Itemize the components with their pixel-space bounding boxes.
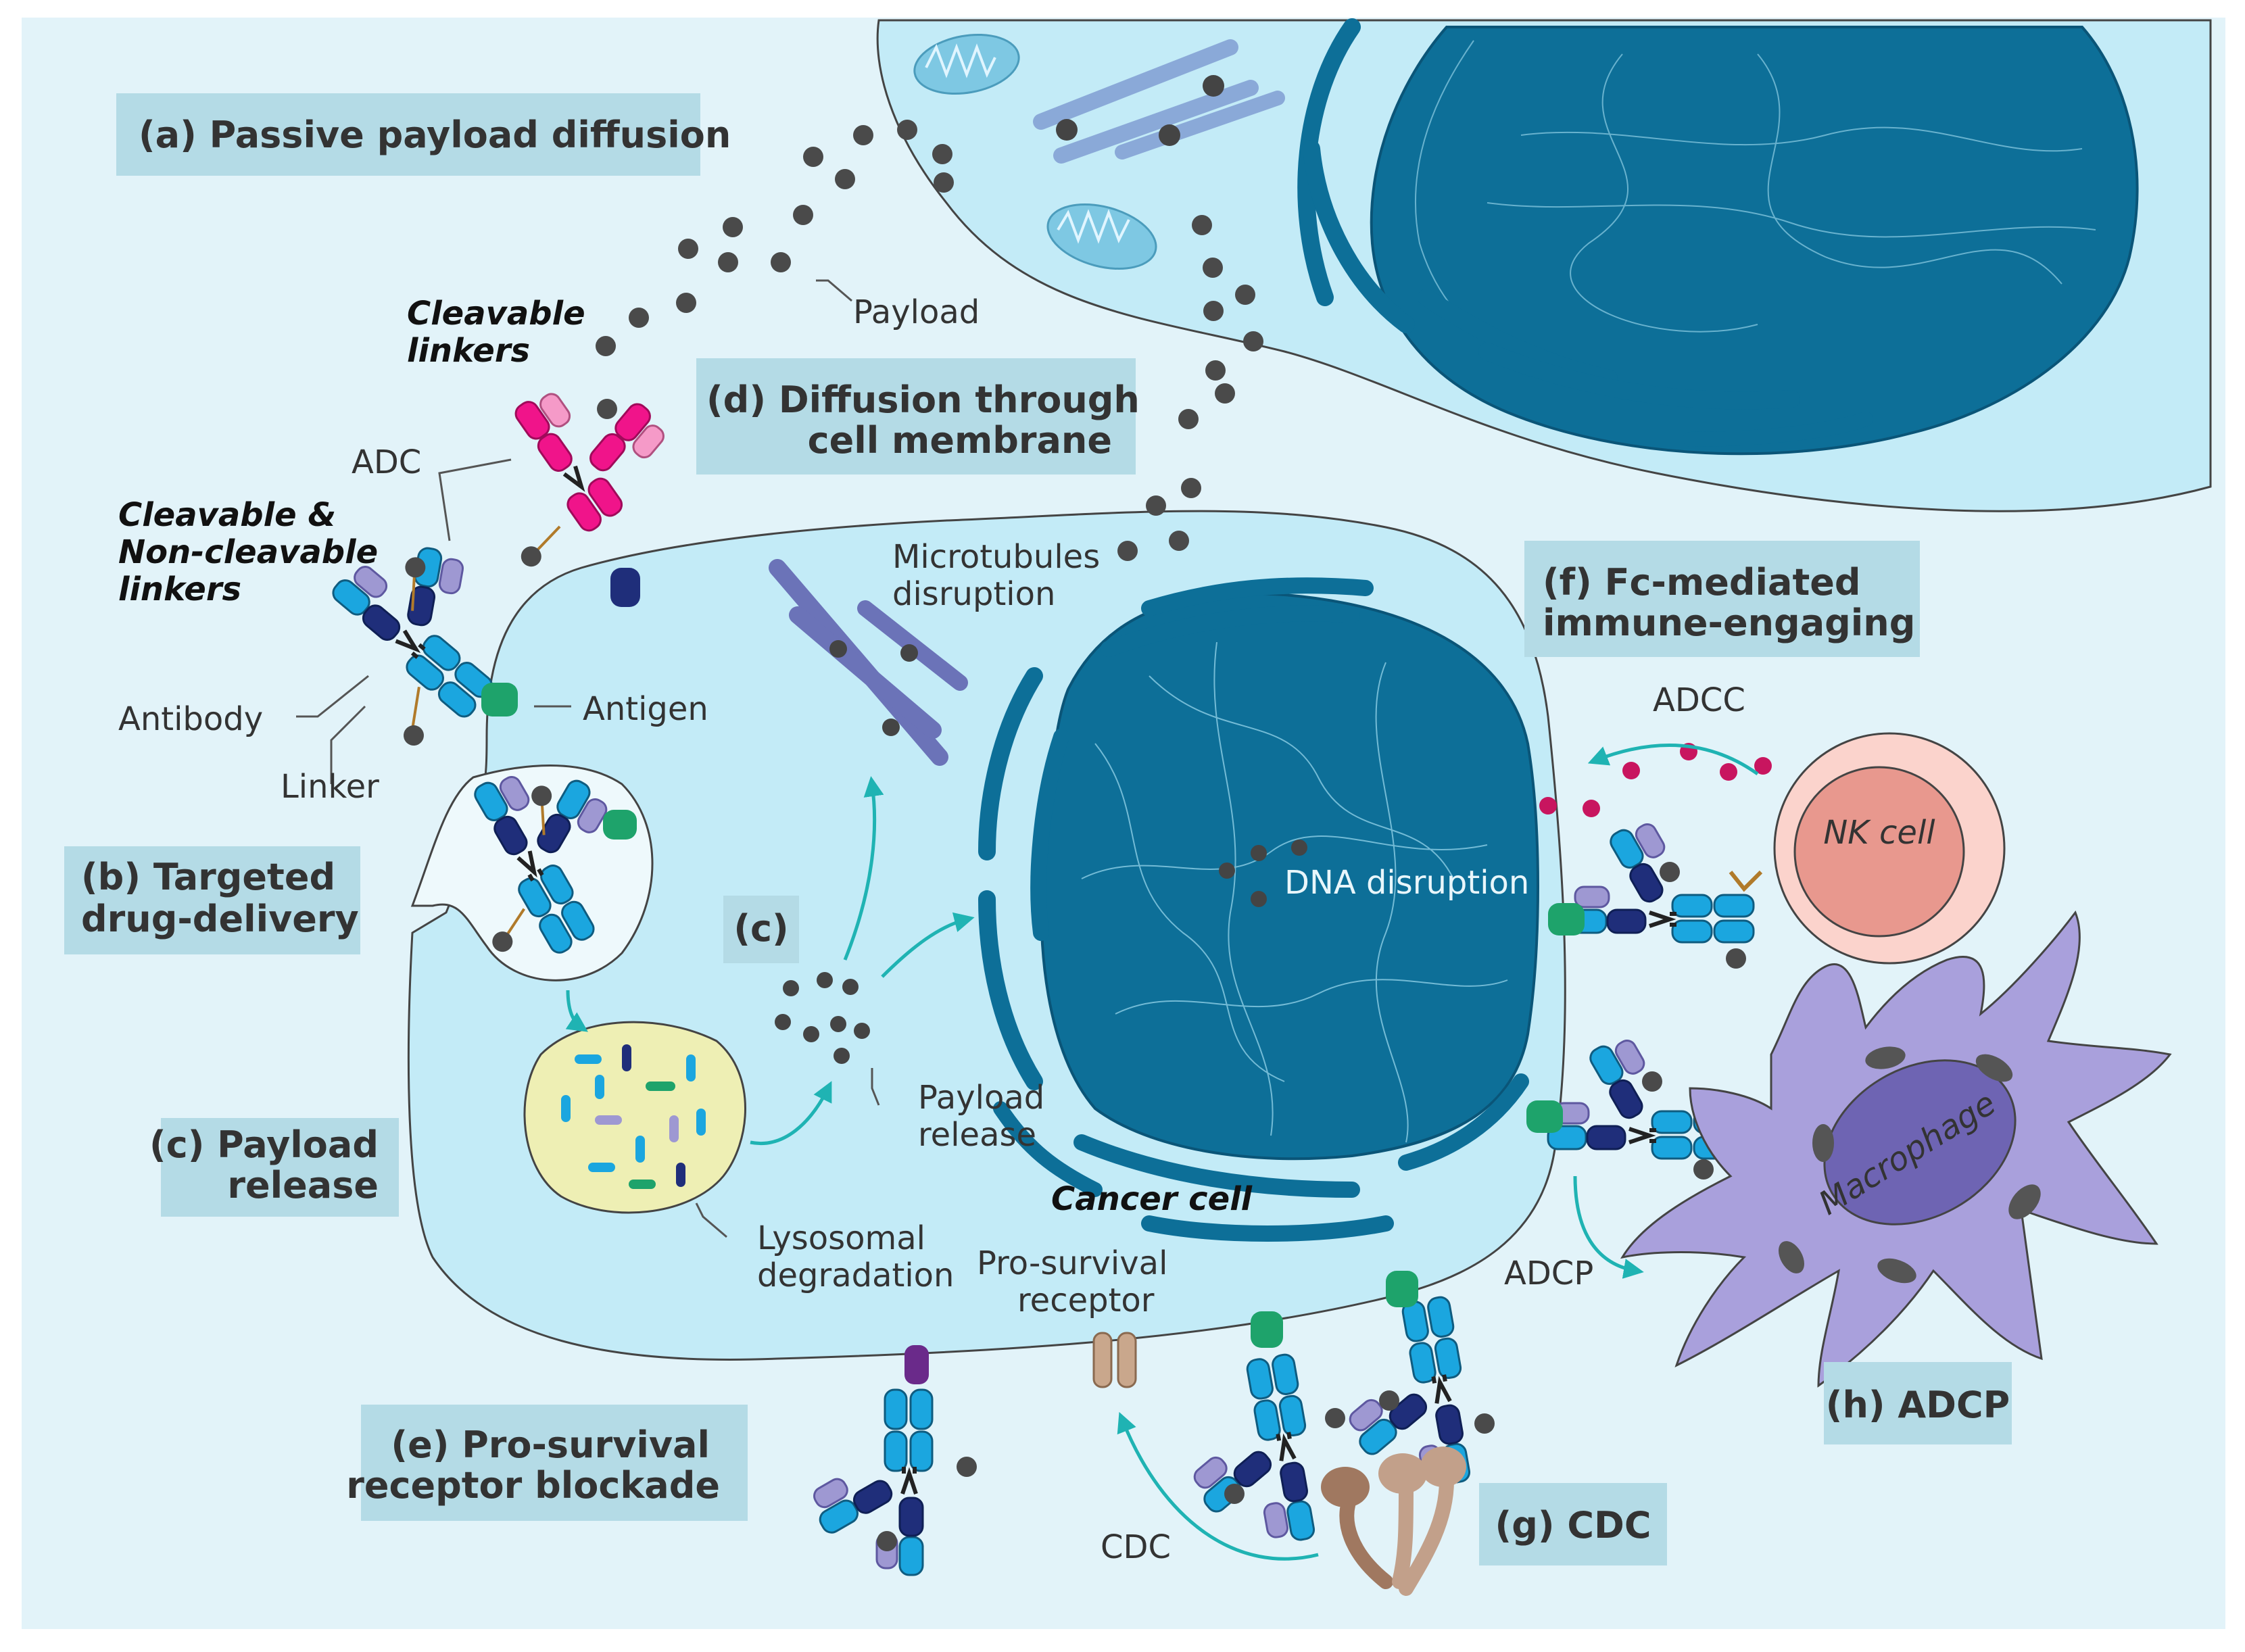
antigen-adcp [1526, 1100, 1563, 1133]
svg-text:immune-engaging: immune-engaging [1543, 602, 1915, 644]
neighbouring-cell [876, 18, 2212, 512]
complement-c1q [1321, 1447, 1466, 1596]
label-both-2: Non-cleavable [118, 533, 378, 571]
label-cdc: CDC [1101, 1528, 1171, 1566]
label-both-3: linkers [118, 570, 241, 608]
title-h: (h) ADCP [1824, 1362, 2012, 1444]
label-payload: Payload [853, 293, 980, 331]
process-arrows [565, 743, 1759, 1561]
svg-text:(g) CDC: (g) CDC [1495, 1504, 1651, 1547]
label-adcp: ADCP [1504, 1255, 1593, 1292]
title-f: (f) Fc-mediated immune-engaging [1524, 541, 1920, 657]
adc-cleavable [514, 393, 665, 567]
leader-lines [296, 279, 880, 1238]
svg-text:receptor blockade: receptor blockade [346, 1464, 720, 1507]
label-lysosomal-1: Lysosomal [757, 1219, 925, 1257]
label-microtubules-2: disruption [892, 575, 1055, 613]
svg-text:(a) Passive payload diffusion: (a) Passive payload diffusion [139, 114, 731, 156]
complement-receptor [1092, 1332, 1113, 1388]
label-pro-survival-1: Pro-survival [977, 1244, 1167, 1282]
lysosome [523, 1021, 746, 1214]
label-antigen: Antigen [583, 690, 708, 728]
nk-cell [1773, 732, 2006, 965]
label-payload-release-1: Payload [918, 1079, 1044, 1117]
svg-text:drug-delivery: drug-delivery [81, 898, 359, 940]
pro-survival-receptor [904, 1345, 929, 1384]
title-d: (d) Diffusion through cell membrane [696, 358, 1140, 475]
payload-dots [596, 120, 1263, 561]
label-cleavable: Cleavable [407, 295, 585, 333]
label-nk-cell: NK cell [1823, 814, 1935, 852]
macrophage-cell [1620, 910, 2172, 1388]
label-microtubules-1: Microtubules [892, 538, 1100, 576]
svg-text:(e) Pro-survival: (e) Pro-survival [391, 1424, 710, 1466]
adc-endosome [420, 732, 666, 981]
label-antibody: Antibody [118, 700, 263, 738]
svg-text:(d) Diffusion through: (d) Diffusion through [706, 379, 1140, 421]
label-dna: DNA disruption [1284, 864, 1529, 902]
svg-text:release: release [227, 1164, 379, 1207]
antigen-top [610, 568, 640, 607]
title-c-small: (c) [723, 896, 799, 963]
title-e: (e) Pro-survival receptor blockade [346, 1405, 748, 1521]
svg-text:(h) ADCP: (h) ADCP [1826, 1384, 2010, 1426]
svg-text:(c): (c) [733, 907, 788, 950]
title-a: (a) Passive payload diffusion [116, 93, 731, 176]
label-lysosomal-2: degradation [757, 1257, 954, 1294]
svg-text:cell membrane: cell membrane [808, 419, 1112, 462]
title-c: (c) Payload release [149, 1118, 399, 1217]
label-payload-release-2: release [918, 1116, 1036, 1154]
label-both-1: Cleavable & [118, 496, 336, 534]
title-b: (b) Targeted drug-delivery [64, 846, 360, 954]
label-cancer-cell: Cancer cell [1051, 1180, 1253, 1218]
title-g: (g) CDC [1479, 1483, 1667, 1565]
svg-text:(c) Payload: (c) Payload [149, 1123, 379, 1166]
adc-both-linkers [288, 504, 547, 746]
svg-text:(b) Targeted: (b) Targeted [81, 856, 335, 898]
antigen-endosome [603, 810, 637, 840]
label-linkers: linkers [407, 332, 530, 370]
antigen-green [481, 683, 518, 716]
label-adc: ADC [352, 443, 421, 481]
label-pro-survival-2: receptor [1017, 1282, 1155, 1319]
antigen-adcc [1548, 903, 1585, 936]
label-adcc: ADCC [1653, 681, 1745, 719]
label-linker: Linker [281, 768, 379, 806]
svg-text:(f) Fc-mediated: (f) Fc-mediated [1543, 561, 1861, 604]
